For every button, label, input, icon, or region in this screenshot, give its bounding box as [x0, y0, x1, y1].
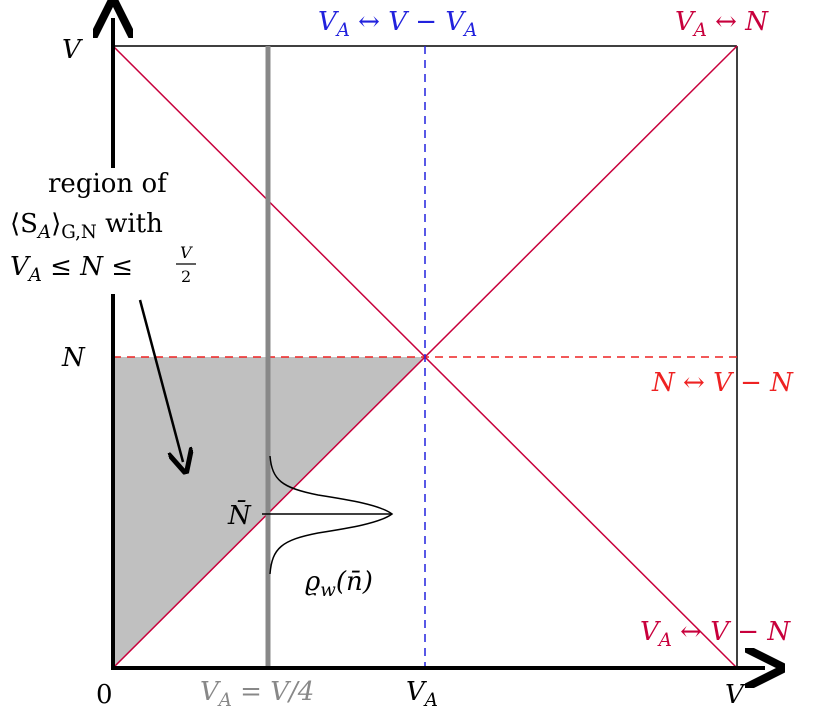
- region-note-line1: region of: [48, 169, 169, 199]
- region-note-backdrop: [4, 168, 214, 294]
- top-blue-symmetry-label: VA ↔ V − VA: [318, 7, 477, 41]
- gray-line-label: VA = V/4: [200, 677, 314, 711]
- top-right-symmetry-label: VA ↔ N: [675, 7, 769, 41]
- nbar-label: N̄: [227, 499, 252, 531]
- region-arrow: [138, 299, 183, 462]
- mid-right-symmetry-label: N ↔ V − N: [651, 368, 794, 398]
- region-note-line3: VA ≤ N ≤: [10, 252, 133, 286]
- y-axis-n-label: N: [61, 343, 86, 373]
- region-note-frac-den: 2: [181, 267, 191, 286]
- x-axis-v-label: V: [725, 680, 746, 710]
- origin-label: 0: [96, 680, 113, 710]
- region-note-line2: ⟨SA⟩G,N with: [10, 209, 163, 243]
- y-axis-v-label: V: [62, 35, 83, 65]
- region-note-frac-num: V: [180, 243, 193, 262]
- bottom-right-symmetry-label: VA ↔ V − N: [640, 617, 791, 651]
- x-axis-va-label: VA: [406, 677, 438, 711]
- distribution-label: ϱw(n̄): [305, 567, 373, 601]
